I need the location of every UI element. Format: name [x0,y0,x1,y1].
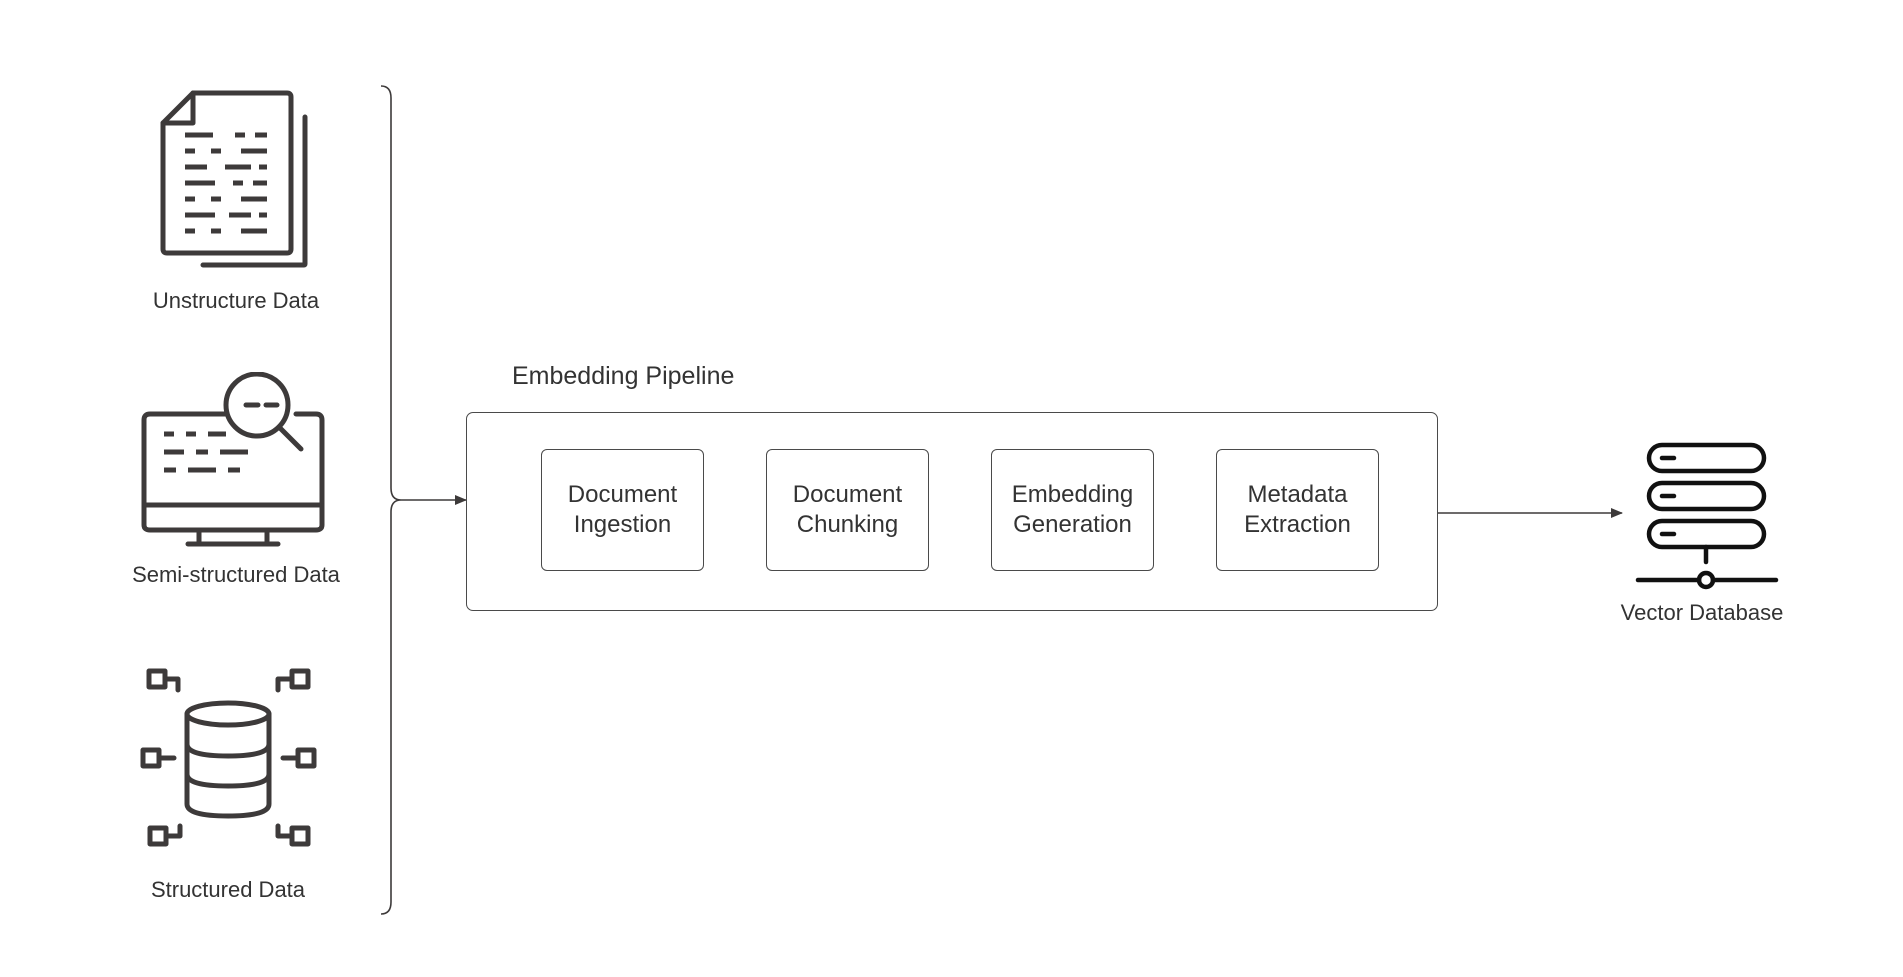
step-document-chunking: Document Chunking [766,449,929,571]
step-embedding-generation: Embedding Generation [991,449,1154,571]
step-label: Document Ingestion [567,481,678,538]
step-document-ingestion: Document Ingestion [541,449,704,571]
unstructured-data-label: Unstructure Data [152,288,320,313]
monitor-search-icon [141,372,325,547]
step-metadata-extraction: Metadata Extraction [1216,449,1379,571]
database-network-icon [140,668,317,847]
semi-structured-data-label: Semi-structured Data [132,562,340,587]
sources-brace [380,85,402,915]
step-label: Document Chunking [792,481,903,538]
step-label: Metadata Extraction [1244,481,1351,538]
pipeline-container [466,412,1438,611]
structured-data-label: Structured Data [150,877,306,902]
server-stack-icon [1635,442,1779,590]
vector-database-label: Vector Database [1620,600,1784,625]
step-label: Embedding Generation [1011,481,1134,538]
pipeline-title: Embedding Pipeline [512,362,735,390]
document-icon [160,90,308,268]
